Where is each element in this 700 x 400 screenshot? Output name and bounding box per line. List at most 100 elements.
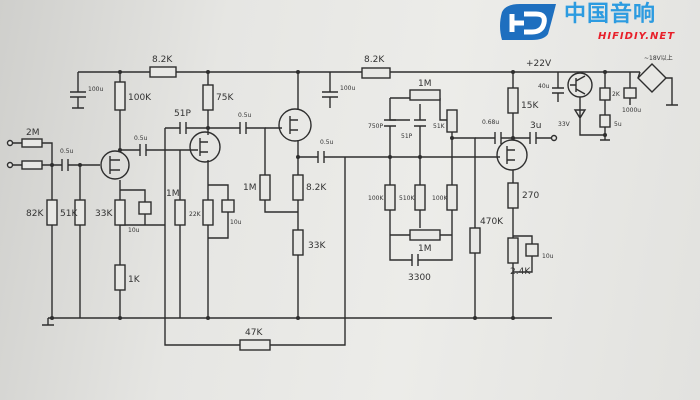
capacitor (384, 119, 426, 266)
logo-chinese-text: 中国音响 (564, 2, 657, 27)
label: 51K (433, 123, 446, 130)
resistor-270 (507, 182, 519, 209)
logo-site-text: HIFIDIY.NET (598, 31, 676, 42)
label: 33K (308, 241, 326, 251)
supply-input-label: ~18V以上 (644, 54, 673, 62)
resistor-33k (292, 229, 304, 256)
label: 100u (88, 86, 103, 93)
input-terminal[interactable] (6, 161, 14, 169)
label: 82K (26, 209, 44, 219)
label: 100K (368, 195, 384, 202)
resistor-22k (202, 199, 214, 226)
resistor-100k (446, 184, 458, 211)
resistor-51k (74, 199, 86, 226)
label: 10u (230, 219, 242, 226)
resistor-1m (259, 174, 271, 201)
label: 10u (128, 227, 140, 234)
label: 33K (95, 209, 113, 219)
label: 22K (189, 211, 202, 218)
resistor-15k (507, 87, 519, 114)
label: 470K (480, 217, 504, 227)
label: 51P (174, 109, 191, 119)
resistor-8.2k (292, 174, 304, 201)
resistor-51k (446, 109, 458, 133)
capacitor-10u (138, 201, 152, 215)
label: 270 (522, 191, 539, 201)
capacitor (317, 151, 325, 163)
resistor-82k (46, 199, 58, 226)
capacitor (179, 122, 247, 134)
label: 2M (26, 128, 40, 138)
resistor-100k (114, 81, 126, 111)
label: 40u (538, 83, 550, 90)
label: 10u (542, 253, 554, 260)
label: 2.4K (510, 267, 531, 277)
feedback-wire (164, 128, 346, 346)
label: 0.5u (320, 139, 334, 146)
label: 8.2K (364, 55, 385, 65)
label: 47K (245, 328, 263, 338)
label: 100K (128, 93, 152, 103)
label: 15K (521, 101, 539, 111)
label: 1M (418, 79, 432, 89)
label: 100u (340, 85, 355, 92)
label: 8.2K (152, 55, 173, 65)
resistor-470k (469, 227, 481, 254)
label: 1K (128, 275, 141, 285)
capacitor-1000u (623, 87, 637, 99)
label: 510K (399, 195, 415, 202)
bridge-wiring (637, 71, 678, 106)
label: 0.5u (134, 135, 148, 142)
stage4-wiring (475, 72, 564, 318)
jfet-q4-symbol (506, 146, 515, 164)
input-terminal[interactable] (6, 139, 14, 147)
label: 0.5u (238, 112, 252, 119)
stage1-wiring (12, 72, 190, 326)
supply-wiring (570, 72, 631, 141)
label: 1M (166, 189, 180, 199)
label: 2K (612, 91, 621, 98)
resistor-1k (114, 264, 126, 291)
capacitor-10u (525, 243, 539, 257)
label: 1000u (622, 107, 641, 114)
label: 1M (418, 244, 432, 254)
resistor-510k (414, 184, 426, 211)
resistor-rail-1 (149, 66, 177, 78)
jfet-q1 (100, 150, 130, 180)
jfet-q1-symbol (109, 156, 120, 174)
resistor-75k (202, 84, 214, 111)
label: 3u (530, 121, 541, 131)
resistor-2.4k (507, 237, 519, 264)
resistor-100k (384, 184, 396, 211)
resistor-47k (239, 339, 271, 351)
potentiometer-1m-bottom[interactable] (409, 229, 441, 241)
resistor-33k (114, 199, 126, 226)
logo-mark-icon (500, 4, 556, 40)
label: 0.5u (60, 148, 74, 155)
resistor-rail-2 (361, 67, 391, 79)
jfet-q4 (496, 139, 528, 171)
label: 5u (614, 121, 622, 128)
junction-dots (50, 70, 607, 320)
resistor-2m (21, 138, 43, 148)
label: 33V (558, 121, 571, 128)
label: 51K (60, 209, 78, 219)
label: 51P (401, 133, 413, 140)
jfet-q2 (189, 131, 221, 163)
capacitor-5u (599, 114, 611, 128)
stage3-wiring (265, 72, 345, 318)
label: 750P (368, 123, 383, 130)
bridge-rectifier (637, 63, 667, 93)
output-terminal[interactable] (550, 134, 558, 142)
label: 3300 (408, 273, 431, 283)
resistor-1m (174, 199, 186, 226)
potentiometer-1m-top[interactable] (409, 89, 441, 101)
label: 100K (432, 195, 448, 202)
label: 0.68u (482, 119, 499, 126)
hifidiy-logo: 中国音响 HIFIDIY.NET (498, 2, 698, 44)
label: 1M (243, 183, 257, 193)
supply-voltage-label: +22V (526, 59, 552, 69)
label: 75K (216, 93, 234, 103)
jfet-q2-symbol (199, 138, 208, 156)
